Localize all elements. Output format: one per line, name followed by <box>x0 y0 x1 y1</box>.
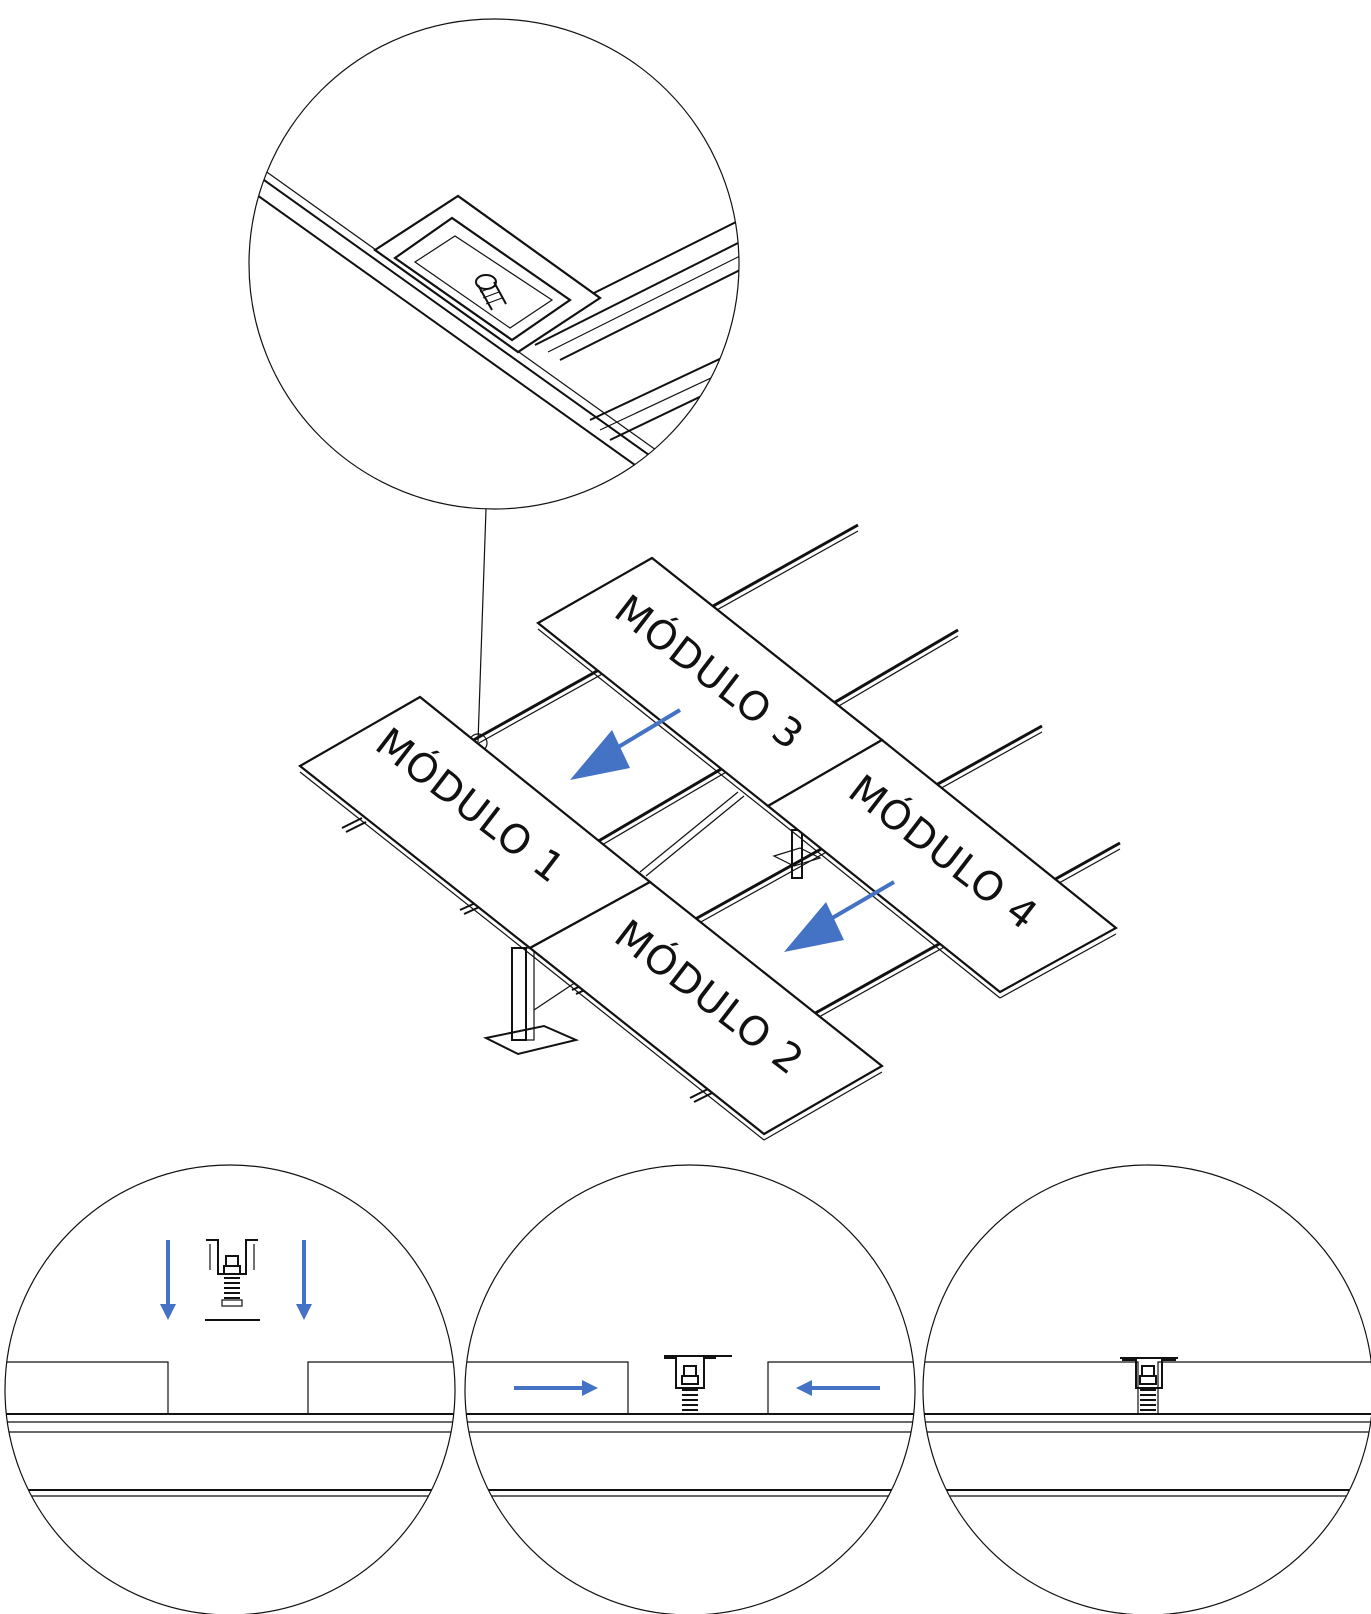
top-detail-magnifier <box>248 18 740 510</box>
mounting-structure: MÓDULO 3 MÓDULO 4 MÓDULO 1 MÓDULO 2 <box>298 523 1121 1141</box>
module-4-panel: MÓDULO 4 <box>766 738 1118 999</box>
detail-step-2 <box>464 1164 916 1614</box>
detail-step-1 <box>4 1164 456 1614</box>
detail-step-3 <box>922 1164 1371 1614</box>
detail-leader-line <box>477 508 487 743</box>
slide-arrow-module-4 <box>784 880 896 952</box>
slide-arrow-module-3 <box>570 708 682 780</box>
